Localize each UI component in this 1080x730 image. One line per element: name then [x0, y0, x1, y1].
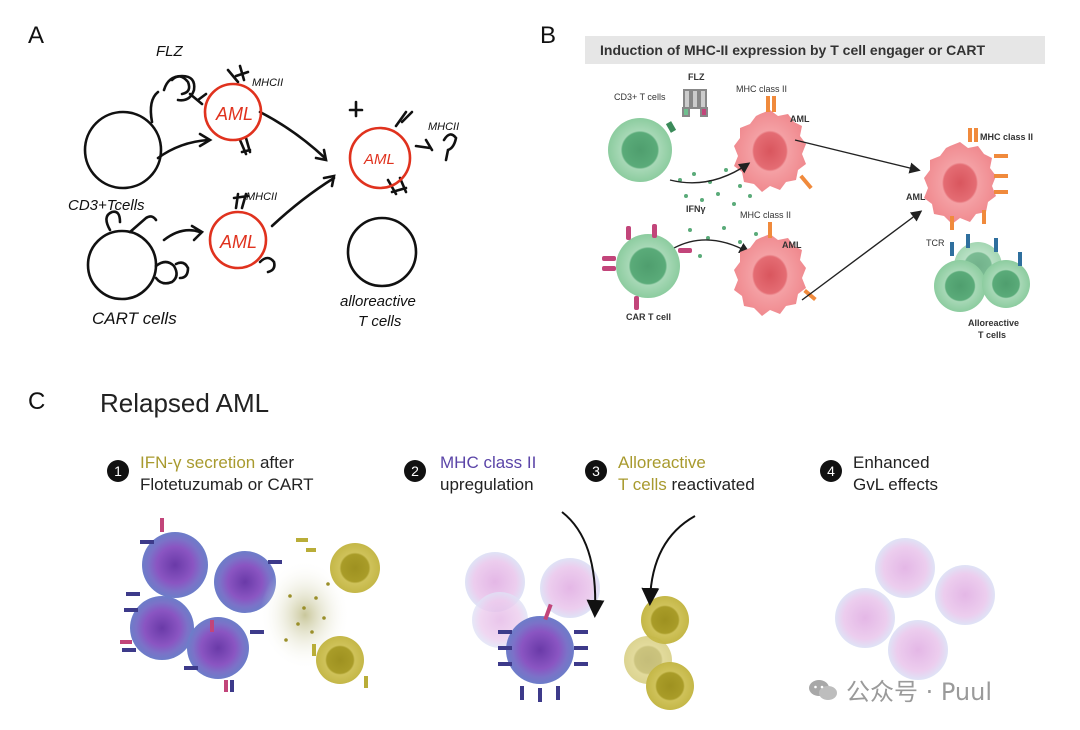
ifn-dots — [678, 168, 758, 258]
mhc-bottom-label: MHCII — [246, 191, 277, 203]
step-2-text: MHC class II upregulation — [440, 452, 536, 496]
step-4-text: Enhanced GvL effects — [853, 452, 938, 496]
arrow-aml1-to-right — [794, 139, 921, 174]
step1-tcell-top — [330, 543, 380, 593]
panel-c-letter: C — [28, 388, 46, 415]
alloreactive-tcell-circle — [346, 216, 418, 288]
flz-molecule — [682, 89, 708, 117]
allo-tcell-left — [934, 260, 986, 312]
panel-a-drawing: FLZ AML MHCII CD3+Tcells AML MHCII CART … — [68, 43, 459, 330]
watermark: 公众号 · Puul — [808, 672, 992, 707]
aml-cell-right — [924, 142, 996, 224]
allo-label-line2: T cells — [978, 330, 1006, 340]
cd3-receptor — [665, 121, 677, 133]
aml-cell-2 — [734, 234, 806, 316]
mhc1-label: MHC class II — [736, 84, 787, 94]
aml-top-circle — [203, 82, 263, 142]
panel-b-title: Induction of MHC-II expression by T cell… — [600, 42, 986, 58]
car-t-cell — [616, 234, 680, 298]
flz-label: FLZ — [688, 72, 705, 82]
aml1-label: AML — [790, 114, 810, 124]
aml-bottom-label: AML — [219, 232, 257, 252]
step-4-line1: Enhanced — [853, 453, 930, 472]
panel-c-title: Relapsed AML — [100, 388, 270, 418]
step-4-line2: GvL effects — [853, 475, 939, 494]
tcr-receptors — [950, 234, 1022, 266]
step-3-highlight: Alloreactive — [618, 453, 706, 472]
aml-top-label: AML — [215, 104, 253, 124]
wechat-icon — [808, 678, 838, 702]
step-2-line2: upregulation — [440, 475, 534, 494]
arrow-car-to-aml — [673, 239, 751, 254]
step-3-line2-highlight: T cells — [618, 475, 667, 494]
tcr-label: TCR — [926, 238, 945, 248]
aml-bottom-circle — [208, 210, 268, 270]
step2-mhc-receptors — [498, 630, 588, 702]
step-2-number: 2 — [404, 460, 426, 482]
watermark-text: 公众号 · Puul — [846, 678, 993, 706]
panel-b-letter: B — [540, 22, 557, 49]
car-label: CAR T cell — [626, 312, 671, 322]
panel-b-title-bar — [585, 36, 1045, 64]
step1-receptors — [122, 540, 282, 692]
step1-tcell-bottom — [316, 636, 364, 684]
step-3-text: Alloreactive T cells reactivated — [618, 452, 755, 496]
cd3-tcell-circle — [83, 110, 163, 190]
panel-a-letter: A — [28, 22, 45, 49]
step3-tcell-3 — [646, 662, 694, 710]
mhc-right-label: MHCII — [428, 121, 459, 133]
mhc-on-aml-right — [950, 128, 1008, 230]
cart-cell-circle — [86, 229, 158, 301]
panel-b-diagram: CD3+ T cells FLZ MHC class II AML IFNγ M… — [602, 72, 1033, 340]
step-2-highlight: MHC class II — [440, 453, 537, 472]
car-receptors — [602, 224, 692, 310]
cd3-tcell — [608, 118, 672, 182]
aml-right-circle — [348, 126, 412, 190]
panel-c-illustration — [120, 511, 995, 710]
flz-label: FLZ — [156, 43, 184, 60]
aml-right-label: AML — [363, 151, 395, 168]
step-1-highlight: IFN-γ secretion — [140, 453, 256, 472]
step2-activated-aml — [506, 616, 574, 684]
arrow-step3 — [641, 515, 696, 606]
step-1-number: 1 — [107, 460, 129, 482]
step-3-line2-rest: reactivated — [666, 475, 755, 494]
step2-red-receptor — [543, 603, 553, 621]
step1-aml-cells — [130, 532, 276, 679]
allo-tcell-right — [982, 260, 1030, 308]
step-1-text: IFN-γ secretion after Flotetuzumab or CA… — [140, 452, 314, 496]
step-4-number: 4 — [820, 460, 842, 482]
mhc3-label: MHC class II — [980, 132, 1033, 142]
cd3-label: CD3+ T cells — [614, 92, 666, 102]
step-1-rest: after — [255, 453, 294, 472]
ifn-label: IFNγ — [686, 204, 706, 214]
mhc-top-label: MHCII — [252, 77, 283, 89]
mhc-on-aml-2 — [768, 222, 817, 302]
step3-tcell-1 — [641, 596, 689, 644]
step-3-number: 3 — [585, 460, 607, 482]
arrow-step2 — [561, 511, 605, 618]
aml-cell-1 — [734, 110, 806, 192]
allo-label-line2: T cells — [358, 313, 402, 330]
arrow-cd3-to-aml — [669, 162, 751, 184]
step1-tcell-receptors — [296, 538, 368, 688]
cart-label: CART cells — [92, 309, 177, 328]
step-1-line2: Flotetuzumab or CART — [140, 475, 314, 494]
mhc2-label: MHC class II — [740, 210, 791, 220]
step4-faded-cells — [835, 538, 995, 680]
allo-label-line1: Alloreactive — [968, 318, 1019, 328]
mhc-on-aml-1 — [766, 96, 813, 190]
aml2-label: AML — [782, 240, 802, 250]
ifn-particles — [284, 582, 330, 642]
allo-label-line1: alloreactive — [340, 293, 416, 310]
aml3-label: AML — [906, 192, 926, 202]
cd3-label: CD3+Tcells — [68, 197, 145, 214]
step1-mhc — [120, 518, 228, 692]
arrow-aml2-to-allo — [801, 210, 923, 301]
